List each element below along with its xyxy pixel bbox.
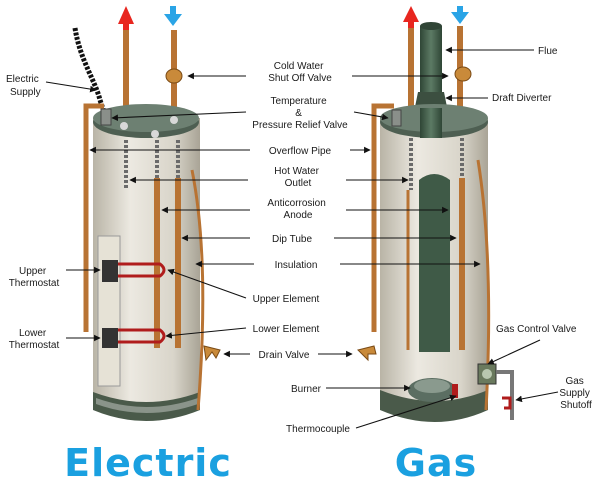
title-gas: Gas: [395, 441, 477, 480]
label-lower-element: Lower Element: [253, 324, 320, 335]
hot-out-arrow-icon: [118, 6, 134, 30]
label-dip-tube: Dip Tube: [272, 234, 312, 245]
label-upper-element: Upper Element: [253, 294, 320, 305]
cold-in-arrow-icon-gas: [451, 6, 469, 24]
upper-thermostat-icon: [102, 260, 118, 282]
gas-heater: [357, 6, 514, 422]
label-gas-control-valve: Gas Control Valve: [496, 324, 577, 335]
cold-in-arrow-icon: [164, 6, 182, 26]
gas-overflow-pipe: [371, 103, 394, 332]
label-overflow-pipe: Overflow Pipe: [269, 146, 332, 157]
label-insulation: Insulation: [275, 260, 318, 271]
gas-drain-valve-icon: [357, 345, 377, 362]
gas-shutoff-valve-icon: [454, 66, 472, 82]
label-burner: Burner: [291, 384, 322, 395]
electric-cable: [72, 27, 107, 113]
label-cold-water-shutoff: Cold Water Shut Off Valve: [268, 61, 332, 84]
label-temp-pressure-relief: Temperature & Pressure Relief Valve: [252, 96, 348, 131]
label-lower-thermostat: Lower Thermostat: [9, 328, 60, 351]
label-hot-water-outlet: Hot Water Outlet: [274, 166, 321, 189]
electric-dip-tube: [175, 178, 181, 348]
leader-lines: [45, 46, 559, 429]
lower-element-icon: [118, 328, 166, 344]
lower-thermostat-icon: [102, 328, 118, 348]
label-gas-supply-shutoff: Gas Supply Shutoff: [559, 376, 592, 411]
gas-anode-flue: [419, 174, 450, 352]
label-drain-valve: Drain Valve: [259, 350, 310, 361]
hot-pipe: [123, 30, 129, 126]
electric-insulation: [190, 169, 205, 411]
label-electric-supply: Electric Supply: [6, 74, 42, 98]
label-upper-thermostat: Upper Thermostat: [9, 266, 60, 289]
electric-heater: [72, 6, 221, 421]
upper-element-icon: [118, 262, 166, 278]
flue-pipe: [420, 26, 442, 110]
electric-drain-valve-icon: [203, 345, 221, 362]
gas-supply-shutoff-icon: [502, 396, 512, 410]
electric-overflow-pipe: [83, 103, 104, 332]
label-thermocouple: Thermocouple: [286, 424, 350, 435]
hot-out-arrow-icon-gas: [403, 6, 419, 28]
gas-supply-pipe: [496, 370, 514, 420]
title-electric: Electric: [64, 441, 232, 480]
label-draft-diverter: Draft Diverter: [492, 93, 552, 104]
label-anticorrosion-anode: Anticorrosion Anode: [267, 198, 328, 221]
labels: Electric Supply Cold Water Shut Off Valv…: [6, 46, 592, 435]
shutoff-valve-icon: [165, 68, 183, 84]
label-flue: Flue: [538, 46, 558, 57]
